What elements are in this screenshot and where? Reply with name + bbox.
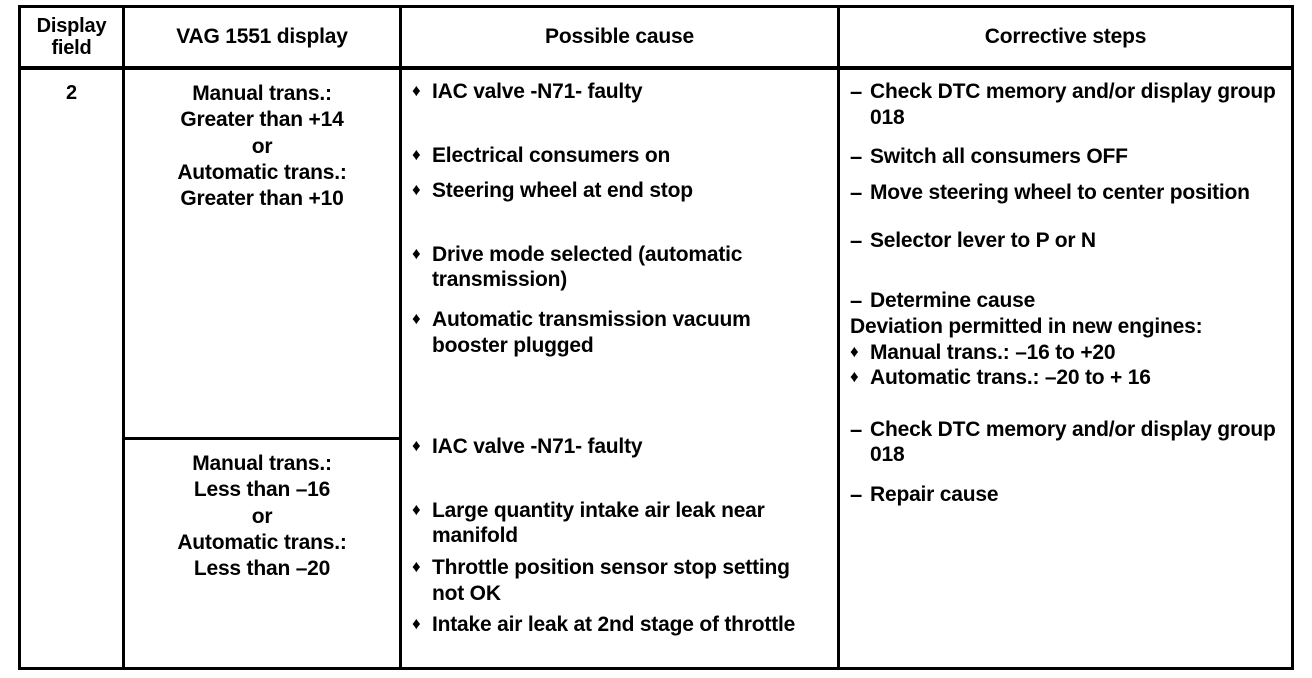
list-item: – Check DTC memory and/or display group …: [850, 417, 1281, 468]
cell-vag-display: Manual trans.: Greater than +14 or Autom…: [125, 70, 402, 667]
header-possible-cause: Possible cause: [402, 8, 840, 66]
list-item: ♦ Electrical consumers on: [412, 143, 827, 169]
list-item-label: Drive mode selected (automatic transmiss…: [432, 242, 743, 292]
table-body: 2 Manual trans.: Greater than +14 or Aut…: [21, 70, 1291, 667]
list-item: – Repair cause: [850, 482, 1281, 508]
list-item: ♦ Intake air leak at 2nd stage of thrott…: [412, 612, 827, 638]
list-item-label: Selector lever to P or N: [870, 229, 1096, 253]
vag-row1-line4: Automatic trans.:: [177, 160, 347, 184]
vag-row2-line1: Manual trans.:: [192, 452, 332, 475]
list-item-label: Repair cause: [870, 483, 999, 507]
list-item: ♦ Drive mode selected (automatic transmi…: [412, 242, 827, 293]
dash-bullet-icon: –: [850, 416, 863, 442]
list-item: – Check DTC memory and/or display group …: [850, 79, 1281, 130]
diamond-bullet-icon: ♦: [412, 180, 421, 200]
list-item: ♦ Automatic transmission vacuum booster …: [412, 307, 827, 358]
vag-row1-line5: Greater than +10: [180, 187, 344, 210]
diamond-bullet-icon: ♦: [850, 367, 859, 387]
vag-row2-line3: or: [251, 504, 273, 528]
diamond-bullet-icon: ♦: [412, 81, 421, 100]
list-item: – Move steering wheel to center position: [850, 180, 1281, 206]
diamond-bullet-icon: ♦: [412, 614, 421, 634]
vag-row2-line4: Automatic trans.:: [177, 530, 347, 554]
deviation-note: Deviation permitted in new engines:: [850, 315, 1203, 339]
list-item-label: IAC valve -N71- faulty: [432, 435, 643, 459]
list-item-label: Automatic transmission vacuum booster pl…: [432, 308, 751, 357]
list-item: ♦ IAC valve -N71- faulty: [412, 79, 827, 105]
dash-bullet-icon: –: [850, 228, 863, 254]
vag-display-row-1: Manual trans.: Greater than +14 or Autom…: [125, 70, 399, 440]
list-item: ♦ Manual trans.: –16 to +20: [850, 340, 1281, 366]
vag-row2-line2: Less than –16: [193, 478, 331, 502]
diamond-bullet-icon: ♦: [412, 499, 421, 519]
list-item-label: Large quantity intake air leak near mani…: [432, 498, 765, 548]
dash-bullet-icon: –: [850, 180, 863, 206]
vag-display-row-2: Manual trans.: Less than –16 or Automati…: [125, 440, 399, 667]
list-item-label: Move steering wheel to center position: [870, 181, 1250, 205]
list-item: ♦ IAC valve -N71- faulty: [412, 434, 827, 460]
dash-bullet-icon: –: [850, 288, 863, 314]
header-vag-display: VAG 1551 display: [125, 8, 402, 66]
list-item-label: Throttle position sensor stop setting no…: [432, 556, 790, 605]
list-item-label: Check DTC memory and/or display group 01…: [870, 80, 1276, 129]
vag-row1-line3: or: [251, 134, 273, 158]
vag-row1-line2: Greater than +14: [180, 108, 344, 132]
cell-corrective-steps: – Check DTC memory and/or display group …: [840, 70, 1291, 667]
header-corrective-steps: Corrective steps: [984, 25, 1147, 49]
dash-bullet-icon: –: [850, 482, 863, 508]
list-item-label: Determine cause: [870, 289, 1036, 313]
list-item-label: Steering wheel at end stop: [432, 179, 693, 203]
cell-display-field: 2: [21, 70, 125, 667]
possible-cause-list-row-1: ♦ IAC valve -N71- faulty ♦ Electrical co…: [402, 70, 837, 638]
list-item-label: Intake air leak at 2nd stage of throttle: [432, 613, 796, 637]
vag-row2-line5: Less than –20: [193, 557, 331, 580]
dash-bullet-icon: –: [850, 79, 863, 104]
list-item-label: Check DTC memory and/or display group 01…: [870, 417, 1276, 467]
list-item: – Determine cause: [850, 288, 1281, 314]
display-field-value: 2: [65, 82, 78, 104]
corrective-steps-list-row-1: – Check DTC memory and/or display group …: [840, 70, 1291, 508]
list-item: ♦ Automatic trans.: –20 to + 16: [850, 365, 1281, 391]
list-item: – Selector lever to P or N: [850, 228, 1281, 254]
list-item: ♦ Throttle position sensor stop setting …: [412, 555, 827, 606]
diamond-bullet-icon: ♦: [412, 309, 421, 329]
list-item-label: IAC valve -N71- faulty: [432, 80, 643, 103]
diamond-bullet-icon: ♦: [412, 243, 421, 263]
list-item: – Switch all consumers OFF: [850, 144, 1281, 170]
diamond-bullet-icon: ♦: [850, 341, 859, 361]
vag-row1-line1: Manual trans.:: [192, 82, 332, 105]
diamond-bullet-icon: ♦: [412, 557, 421, 577]
list-item-label: Automatic trans.: –20 to + 16: [870, 366, 1151, 390]
list-item-label: Switch all consumers OFF: [870, 145, 1128, 169]
cell-possible-cause: ♦ IAC valve -N71- faulty ♦ Electrical co…: [402, 70, 840, 667]
list-item: ♦ Large quantity intake air leak near ma…: [412, 498, 827, 549]
diamond-bullet-icon: ♦: [412, 144, 421, 164]
list-item-label: Electrical consumers on: [432, 143, 671, 167]
list-item-label: Manual trans.: –16 to +20: [870, 340, 1116, 364]
dash-bullet-icon: –: [850, 144, 863, 170]
list-item: ♦ Steering wheel at end stop: [412, 178, 827, 204]
diamond-bullet-icon: ♦: [412, 436, 421, 456]
